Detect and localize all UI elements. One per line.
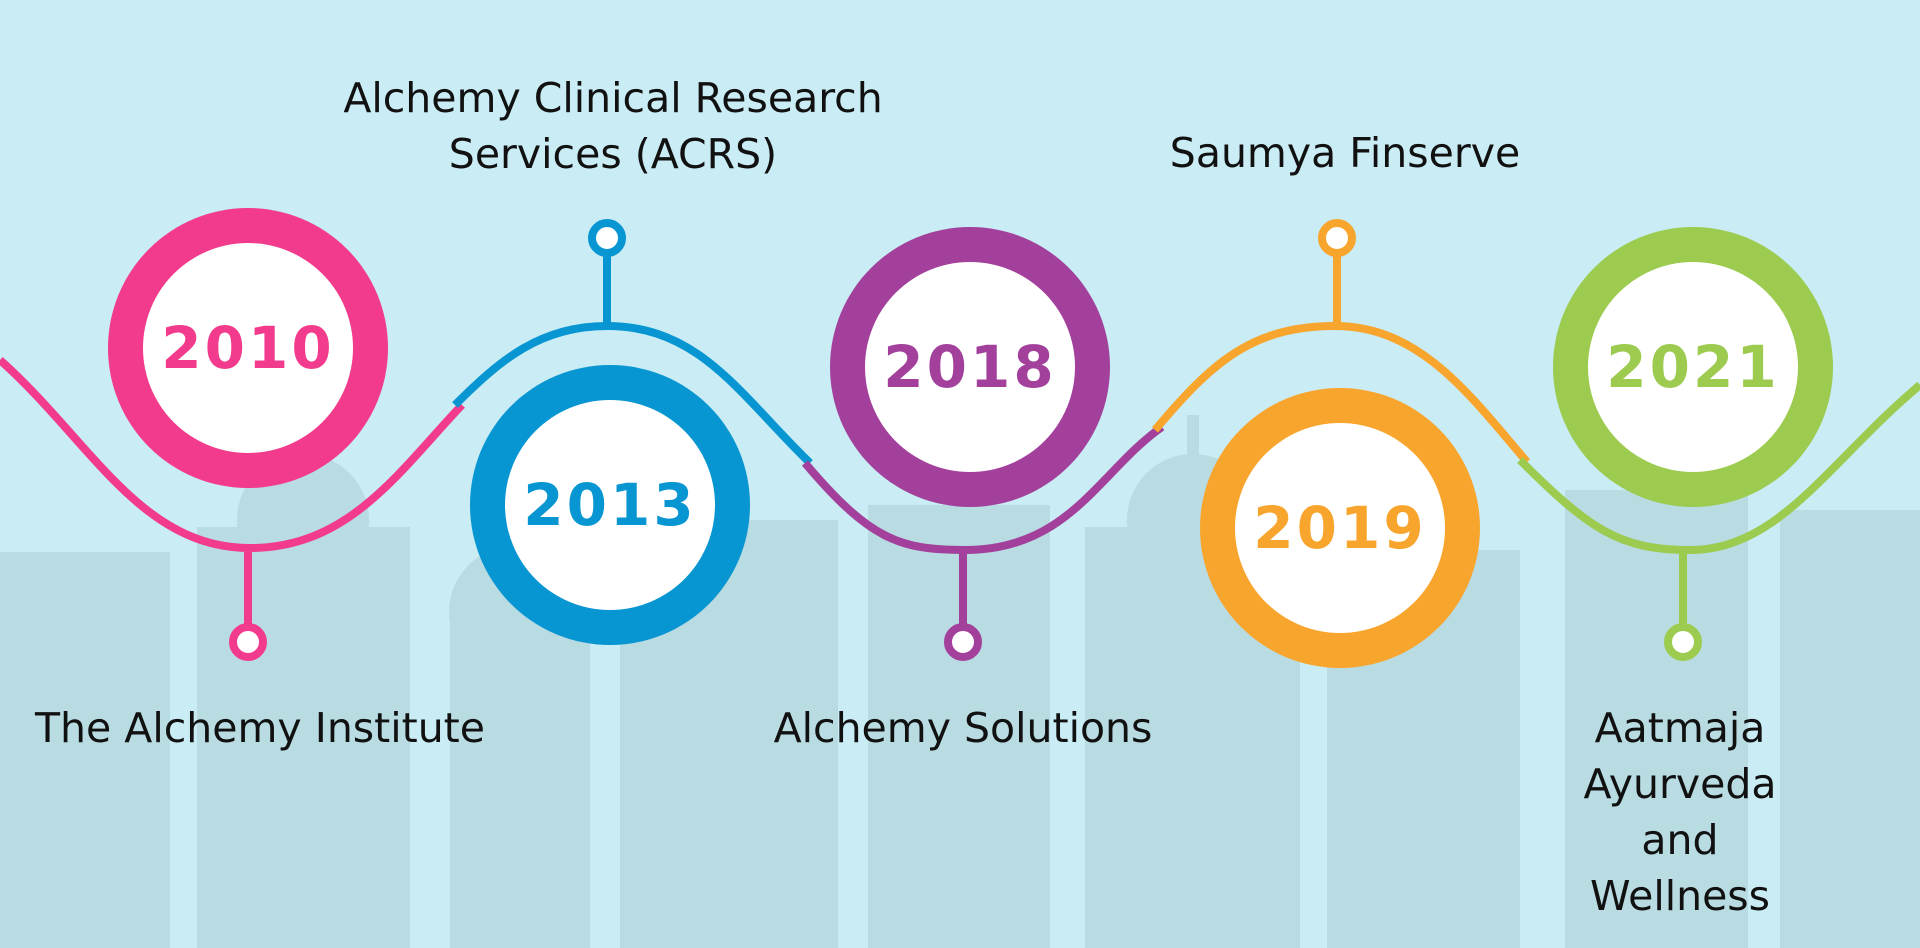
milestone-label-2013: Alchemy Clinical Research Services (ACRS… xyxy=(343,74,883,178)
year-circle-inner xyxy=(505,400,715,610)
milestone-label-2021: Aatmaja Ayurveda and Wellness xyxy=(1583,704,1777,920)
milestone-2013: 2013 xyxy=(470,219,750,645)
year-circle-inner xyxy=(1235,423,1445,633)
wave-segment-2019 xyxy=(1151,321,1531,465)
wave-segment-2010 xyxy=(0,357,465,553)
wave-segment-2018 xyxy=(801,423,1165,555)
year-label: 2010 xyxy=(161,314,334,382)
milestone-pin xyxy=(229,623,267,661)
milestone-pin xyxy=(944,623,982,661)
year-label: 2019 xyxy=(1253,494,1426,562)
year-label: 2018 xyxy=(883,333,1056,401)
milestone-pin xyxy=(1318,219,1356,257)
wave-segment-2021 xyxy=(1517,381,1920,555)
milestone-2018: 2018 xyxy=(830,227,1110,661)
milestone-label-2010: The Alchemy Institute xyxy=(35,704,485,752)
wave-segment-2013 xyxy=(452,321,813,466)
milestone-pin xyxy=(1664,623,1702,661)
year-label: 2013 xyxy=(523,471,696,539)
milestone-pin xyxy=(588,219,626,257)
milestone-label-2018: Alchemy Solutions xyxy=(773,704,1153,752)
year-circle-inner xyxy=(143,243,353,453)
year-circle-inner xyxy=(1588,262,1798,472)
milestone-2021: 2021 xyxy=(1553,227,1833,661)
milestone-2019: 2019 xyxy=(1200,219,1480,668)
milestone-2010: 2010 xyxy=(108,208,388,661)
year-label: 2021 xyxy=(1606,333,1779,401)
year-circle-inner xyxy=(865,262,1075,472)
milestone-label-2019: Saumya Finserve xyxy=(1169,129,1521,177)
